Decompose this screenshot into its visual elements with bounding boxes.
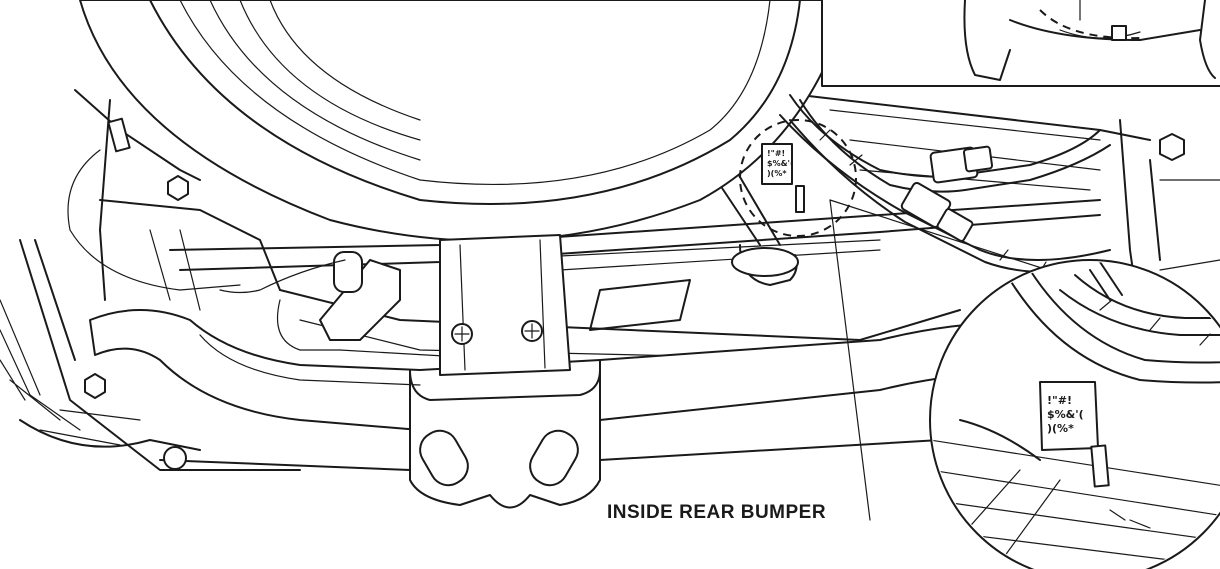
detail-callout-circle xyxy=(739,119,857,237)
mounting-bracket xyxy=(409,234,601,509)
caption-inside-rear-bumper: INSIDE REAR BUMPER xyxy=(607,502,827,523)
svg-text:)(%*: )(%* xyxy=(1047,422,1074,435)
spare-tire xyxy=(79,0,851,242)
label-tag-large: !"#! $%&'( )(%* xyxy=(1039,381,1110,488)
leader-line-left xyxy=(829,199,871,521)
sensor-bracket xyxy=(219,251,401,341)
wiring-harness xyxy=(779,94,1116,273)
svg-text:$%&'(: $%&'( xyxy=(1047,408,1084,421)
label-tag-small: !"#! $%&'( )(%* xyxy=(761,143,805,213)
hardware-nuts xyxy=(84,117,1185,470)
svg-text:!"#!: !"#! xyxy=(1047,394,1072,407)
svg-text:$%&'(: $%&'( xyxy=(767,159,794,168)
magnified-detail: !"#! $%&'( )(%* xyxy=(929,259,1220,569)
svg-text:)(%*: )(%* xyxy=(767,169,787,178)
svg-text:!"#!: !"#! xyxy=(767,149,785,158)
vehicle-inset xyxy=(821,0,1220,87)
